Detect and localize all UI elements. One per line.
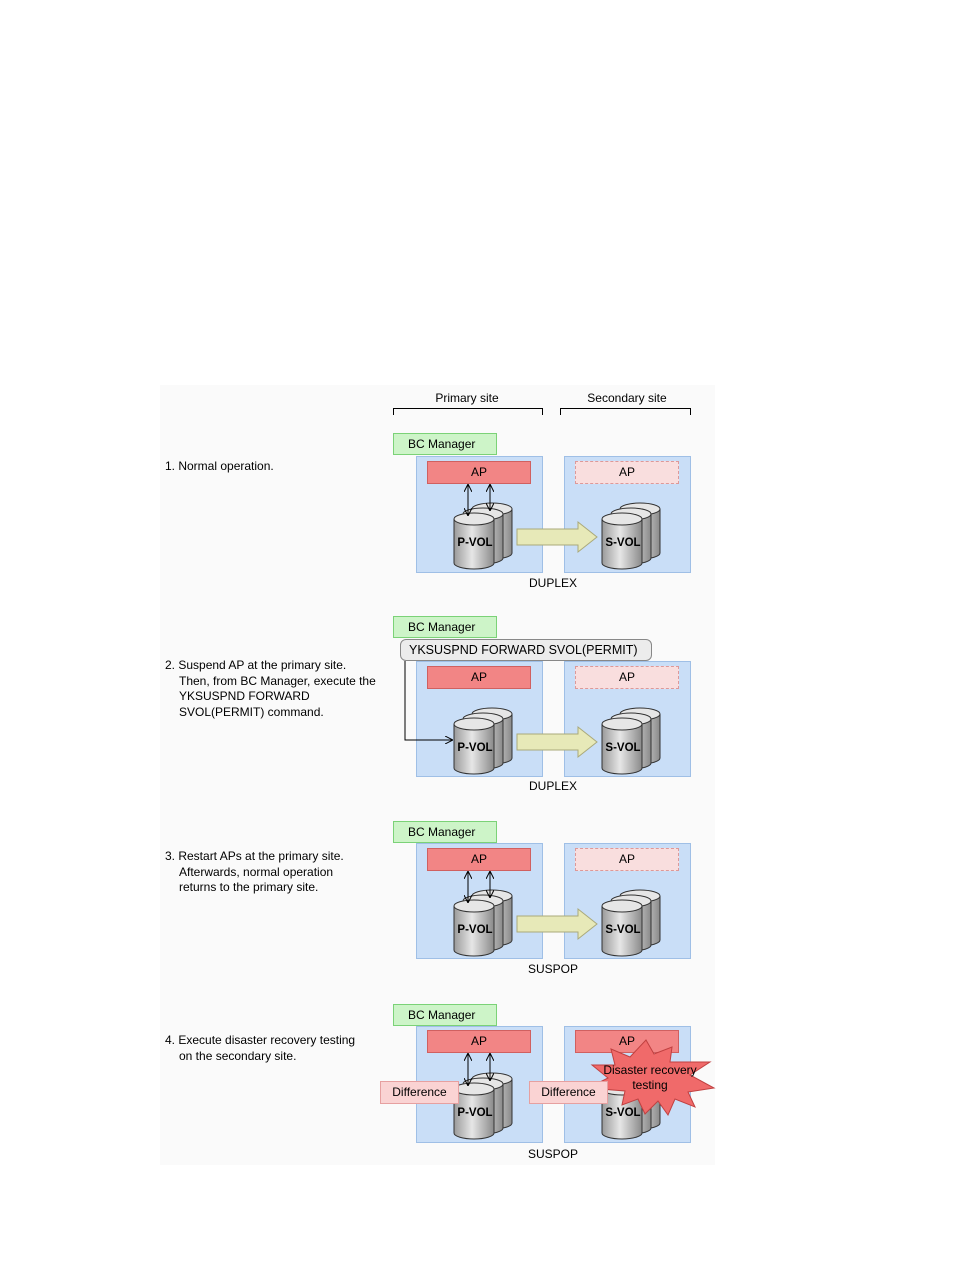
diagram-graphics: P-VOL S-VOL	[404, 385, 716, 1140]
step-2-text: 2. Suspend AP at the primary site. Then,…	[165, 658, 395, 720]
step-1-state: DUPLEX	[528, 576, 578, 590]
step-2-line-4: SVOL(PERMIT) command.	[179, 704, 324, 719]
diagram-figure: Primary site Secondary site 1. Normal op…	[160, 385, 716, 1165]
cylinder-front	[601, 512, 643, 570]
step-2-svol-stack	[601, 707, 661, 775]
secondary-site-bracket	[560, 408, 691, 415]
burst-text-line-1: Disaster recovery	[603, 1063, 696, 1077]
step-3-ap-primary: AP	[427, 848, 531, 871]
step-2-state: DUPLEX	[528, 779, 578, 793]
step-4-bc-manager: BC Manager	[393, 1004, 497, 1026]
step-3-line-1: 3. Restart APs at the primary site.	[165, 849, 344, 863]
step-3-line-3: returns to the primary site.	[179, 880, 319, 894]
step-2-line-1: 2. Suspend AP at the primary site.	[165, 658, 347, 672]
primary-site-label: Primary site	[435, 391, 499, 405]
step-4-ap-primary: AP	[427, 1030, 531, 1053]
step-1-pvol-label: P-VOL	[457, 537, 492, 549]
step-4-difference-secondary: Difference	[529, 1081, 608, 1104]
step-1-copy-arrow	[516, 520, 598, 554]
disaster-recovery-burst	[586, 1039, 716, 1117]
cylinder-front	[453, 512, 495, 570]
step-4-svol-label: S-VOL	[605, 1107, 640, 1119]
step-2-command-arrow	[404, 661, 452, 740]
step-4-pvol-stack	[453, 1072, 513, 1140]
step-1-svol-label: S-VOL	[605, 537, 640, 549]
step-2-line-3: YKSUSPND FORWARD	[179, 689, 310, 703]
step-2-bc-manager: BC Manager	[393, 616, 497, 638]
burst-text-line-2: testing	[632, 1078, 667, 1092]
step-2-pvol-label: P-VOL	[457, 742, 492, 754]
step-4-pvol-label: P-VOL	[457, 1107, 492, 1119]
step-1-bc-manager: BC Manager	[393, 433, 497, 455]
step-2-pvol-stack	[453, 707, 513, 775]
step-2-line-2: Then, from BC Manager, execute the	[179, 673, 376, 688]
cylinder-front	[453, 717, 495, 775]
step-2-svol-label: S-VOL	[605, 742, 640, 754]
step-4-line-2: on the secondary site.	[179, 1048, 297, 1063]
step-2-copy-arrow	[516, 725, 598, 759]
step-4-state: SUSPOP	[527, 1147, 578, 1161]
step-3-text: 3. Restart APs at the primary site. Afte…	[165, 849, 395, 896]
cylinder-front	[453, 899, 495, 957]
step-1-svol-stack	[601, 502, 661, 570]
step-3-bc-manager: BC Manager	[393, 821, 497, 843]
step-1-line-1: 1. Normal operation.	[165, 459, 274, 473]
step-3-line-2: Afterwards, normal operation	[179, 864, 334, 879]
step-4-difference-primary: Difference	[380, 1081, 459, 1104]
step-3-pvol-stack	[453, 889, 513, 957]
cylinder-front	[601, 899, 643, 957]
step-2-ap-secondary: AP	[575, 666, 679, 689]
step-3-state: SUSPOP	[527, 962, 578, 976]
step-3-ap-secondary: AP	[575, 848, 679, 871]
step-1-ap-primary: AP	[427, 461, 531, 484]
step-4-text: 4. Execute disaster recovery testing on …	[165, 1033, 395, 1064]
step-3-svol-stack	[601, 889, 661, 957]
step-2-ap-primary: AP	[427, 666, 531, 689]
step-3-copy-arrow	[516, 907, 598, 941]
step-4-line-1: 4. Execute disaster recovery testing	[165, 1033, 356, 1047]
step-4-ap-secondary: AP	[575, 1030, 679, 1053]
step-3-pvol-label: P-VOL	[457, 924, 492, 936]
secondary-site-label: Secondary site	[587, 391, 667, 405]
step-2-command-label: YKSUSPND FORWARD SVOL(PERMIT)	[400, 639, 652, 661]
step-1-pvol-stack	[453, 502, 513, 570]
step-1-text: 1. Normal operation.	[165, 459, 395, 475]
cylinder-front	[601, 717, 643, 775]
step-3-svol-label: S-VOL	[605, 924, 640, 936]
primary-site-bracket	[393, 408, 543, 415]
step-1-ap-secondary: AP	[575, 461, 679, 484]
